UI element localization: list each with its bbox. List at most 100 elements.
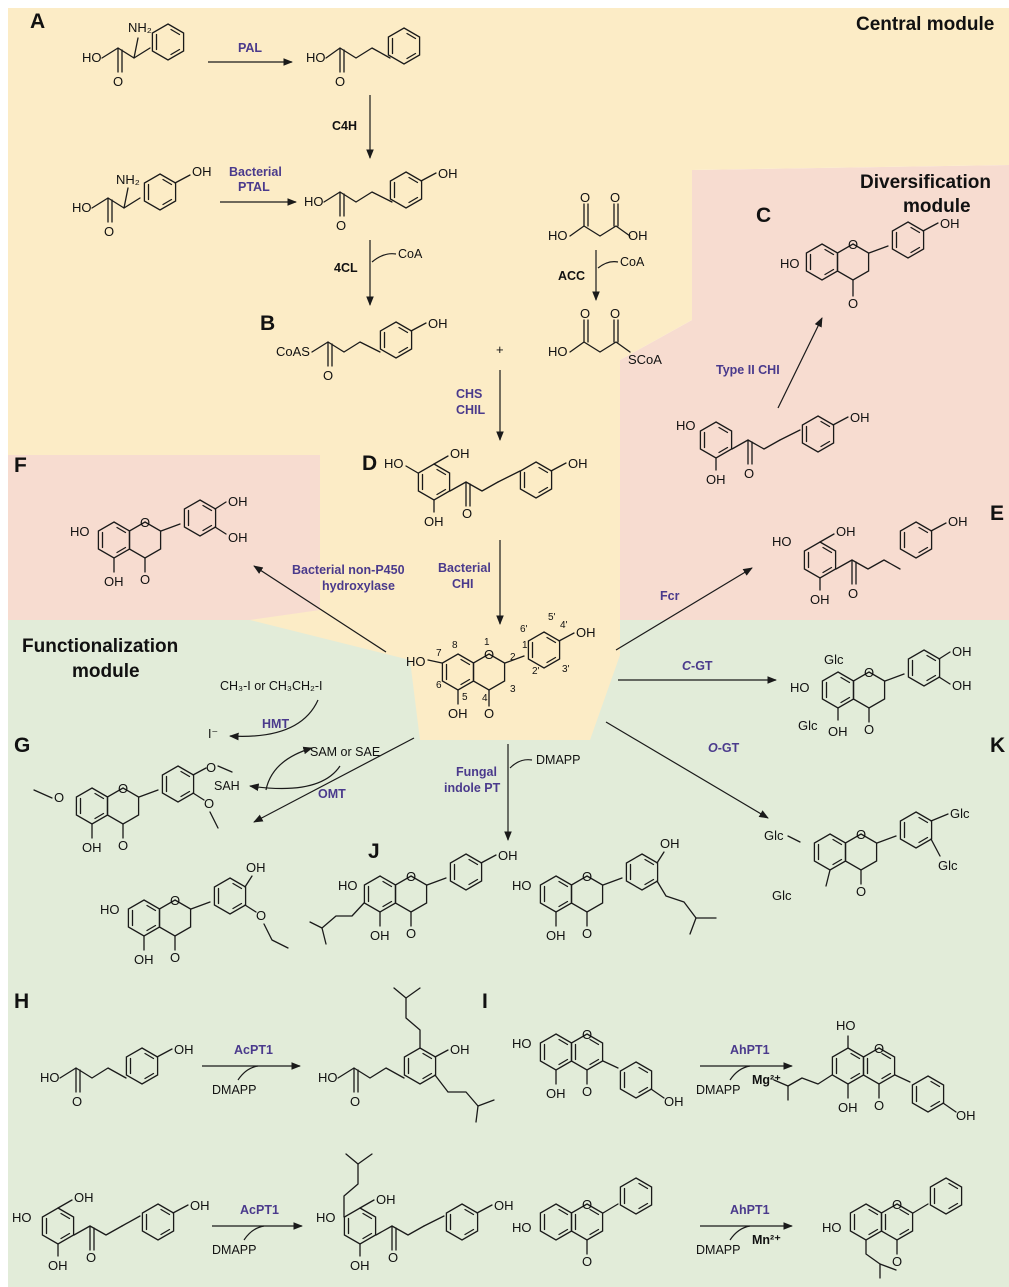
- svg-text:O: O: [170, 893, 180, 908]
- prenyl-hydroxyflavone-structure: HO O O: [822, 1177, 963, 1279]
- svg-text:7: 7: [436, 648, 442, 659]
- svg-text:O: O: [582, 1027, 592, 1042]
- mg-cofactor: Mg²⁺: [752, 1073, 781, 1087]
- svg-text:OH: OH: [174, 1042, 194, 1057]
- svg-text:5': 5': [548, 612, 556, 623]
- ethoxy-flavanone-structure: HO O OH O OH O: [100, 860, 289, 967]
- svg-text:Glc: Glc: [764, 828, 784, 843]
- svg-text:HO: HO: [512, 1036, 532, 1051]
- svg-text:HO: HO: [780, 256, 800, 271]
- svg-text:OH: OH: [956, 1108, 976, 1123]
- hydroxylase-label-1: Bacterial non-P450: [292, 563, 405, 577]
- 3-prenylnaringenin-structure: HO O OH O OH: [512, 836, 717, 943]
- svg-text:4: 4: [482, 693, 488, 704]
- diversification-region: [620, 165, 1009, 620]
- svg-text:HO: HO: [772, 534, 792, 549]
- svg-text:HO: HO: [70, 524, 90, 539]
- svg-text:OH: OH: [450, 1042, 470, 1057]
- svg-text:O: O: [874, 1041, 884, 1056]
- hydroxylase-label-2: hydroxylase: [322, 579, 395, 593]
- hmt-cycle-arrow: [229, 699, 319, 741]
- 6-prenylnaringenin-structure: HO O OH O OH: [309, 848, 518, 945]
- svg-text:HO: HO: [100, 902, 120, 917]
- svg-text:OH: OH: [450, 446, 470, 461]
- isoliquiritigenin-structure: HO OH O OH: [676, 410, 870, 487]
- prenyl-genistein-structure: HO O OH O OH: [773, 1018, 976, 1123]
- svg-text:O: O: [892, 1197, 902, 1212]
- svg-text:OH: OH: [546, 928, 566, 943]
- o-gt-label: O-GT: [708, 741, 740, 755]
- sah-label: SAH: [214, 779, 240, 793]
- naringenin-structure: HO O OH O OH 1 2 3 4 5 6 7 8 1' 2' 3' 4'…: [406, 612, 596, 721]
- svg-text:HO: HO: [822, 1220, 842, 1235]
- svg-text:O: O: [582, 1084, 592, 1099]
- svg-text:8: 8: [452, 640, 458, 651]
- svg-text:OH: OH: [568, 456, 588, 471]
- svg-text:O: O: [86, 1250, 96, 1265]
- panel-label-j: J: [368, 840, 380, 863]
- svg-text:OH: OH: [48, 1258, 68, 1273]
- naringenin-chalcone-structure: HO OH OH O OH: [384, 446, 588, 529]
- svg-text:O: O: [336, 218, 346, 233]
- svg-text:HO: HO: [406, 654, 426, 669]
- svg-text:1: 1: [484, 637, 490, 648]
- chalcone-h-structure: HO OH OH O OH: [12, 1190, 210, 1273]
- svg-text:HO: HO: [40, 1070, 60, 1085]
- c-gt-label: C-GT: [682, 659, 713, 673]
- svg-text:OH: OH: [850, 410, 870, 425]
- fungal-pt-label-2: indole PT: [444, 781, 501, 795]
- svg-text:O: O: [54, 790, 64, 805]
- coumaric-acid-structure: HO O OH: [304, 166, 458, 233]
- svg-text:HO: HO: [82, 50, 102, 65]
- dmapp-h2: DMAPP: [212, 1243, 256, 1257]
- svg-text:HO: HO: [512, 1220, 532, 1235]
- dmapp-j: DMAPP: [536, 753, 580, 767]
- acpt1-label-1: AcPT1: [234, 1043, 273, 1057]
- hmt-label: HMT: [262, 717, 289, 731]
- svg-text:1': 1': [522, 640, 530, 651]
- panel-label-e: E: [990, 502, 1004, 525]
- svg-text:HO: HO: [316, 1210, 336, 1225]
- svg-text:HO: HO: [338, 878, 358, 893]
- c-glycoside-structure: Glc HO O Glc OH O OH OH: [790, 644, 972, 739]
- panel-label-a: A: [30, 10, 45, 33]
- omt-label: OMT: [318, 787, 346, 801]
- svg-text:O: O: [856, 884, 866, 899]
- svg-text:O: O: [864, 665, 874, 680]
- panel-label-b: B: [260, 312, 275, 335]
- svg-text:O: O: [406, 869, 416, 884]
- svg-text:Glc: Glc: [938, 858, 958, 873]
- svg-text:OH: OH: [706, 472, 726, 487]
- svg-text:Glc: Glc: [950, 806, 970, 821]
- svg-text:3: 3: [510, 684, 516, 695]
- svg-text:HO: HO: [548, 344, 568, 359]
- c4h-label: C4H: [332, 119, 357, 133]
- svg-text:O: O: [484, 647, 494, 662]
- omt-arrow: [253, 737, 415, 823]
- hydroxylase-arrow: [253, 565, 387, 653]
- ptal-label-2: PTAL: [238, 180, 270, 194]
- o-glycoside-structure: Glc O Glc O Glc Glc: [764, 806, 970, 903]
- svg-text:OH: OH: [82, 840, 102, 855]
- svg-text:O: O: [72, 1094, 82, 1109]
- svg-text:OH: OH: [948, 514, 968, 529]
- 4cl-label: 4CL: [334, 261, 358, 275]
- svg-text:Glc: Glc: [798, 718, 818, 733]
- svg-text:OH: OH: [134, 952, 154, 967]
- svg-text:O: O: [118, 781, 128, 796]
- svg-text:O: O: [323, 368, 333, 383]
- svg-text:O: O: [113, 74, 123, 89]
- svg-text:O: O: [484, 706, 494, 721]
- svg-text:O: O: [256, 908, 266, 923]
- prenyl-chalcone-structure: HO OH OH O OH: [316, 1153, 514, 1273]
- svg-text:HO: HO: [72, 200, 92, 215]
- hydroxyflavone-structure: HO O O: [512, 1177, 653, 1269]
- svg-text:OH: OH: [664, 1094, 684, 1109]
- svg-text:O: O: [582, 1197, 592, 1212]
- diprenyl-coumaric-acid-structure: HO O OH: [318, 987, 495, 1123]
- svg-text:OH: OH: [494, 1198, 514, 1213]
- svg-text:O: O: [610, 306, 620, 321]
- sam-label: SAM or SAE: [310, 745, 380, 759]
